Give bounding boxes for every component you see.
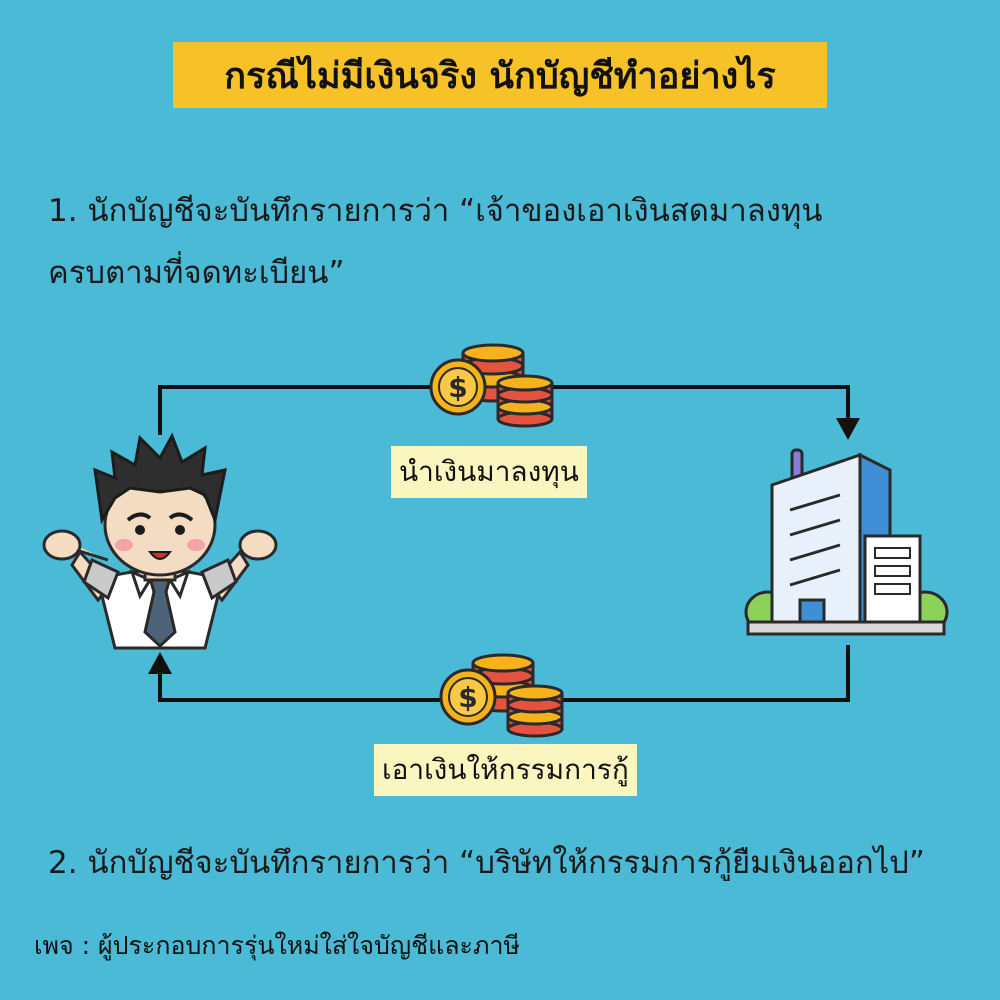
businessman-icon	[42, 432, 278, 650]
svg-text:$: $	[458, 681, 477, 714]
arrowhead-up	[148, 652, 172, 674]
loan-label: เอาเงินให้กรรมการกู้	[374, 744, 637, 796]
page-title: กรณีไม่มีเงินจริง นักบัญชีทำอย่างไร	[173, 42, 827, 108]
svg-text:$: $	[448, 371, 467, 404]
page-footer: เพจ : ผู้ประกอบการรุ่นใหม่ใส่ใจบัญชีและภ…	[34, 931, 520, 960]
point-1: 1. นักบัญชีจะบันทึกรายการว่า “เจ้าของเอา…	[48, 180, 948, 304]
office-building-icon	[744, 448, 949, 636]
point-1-line-2: ครบตามที่จดทะเบียน”	[48, 255, 345, 291]
coin-stack-icon: $	[439, 653, 564, 738]
point-2: 2. นักบัญชีจะบันทึกรายการว่า “บริษัทให้ก…	[48, 845, 925, 881]
invest-label: นำเงินมาลงทุน	[391, 446, 587, 498]
coin-stack-icon: $	[429, 343, 554, 428]
arrowhead-down	[836, 418, 860, 440]
point-1-line-1: 1. นักบัญชีจะบันทึกรายการว่า “เจ้าของเอา…	[48, 193, 823, 229]
